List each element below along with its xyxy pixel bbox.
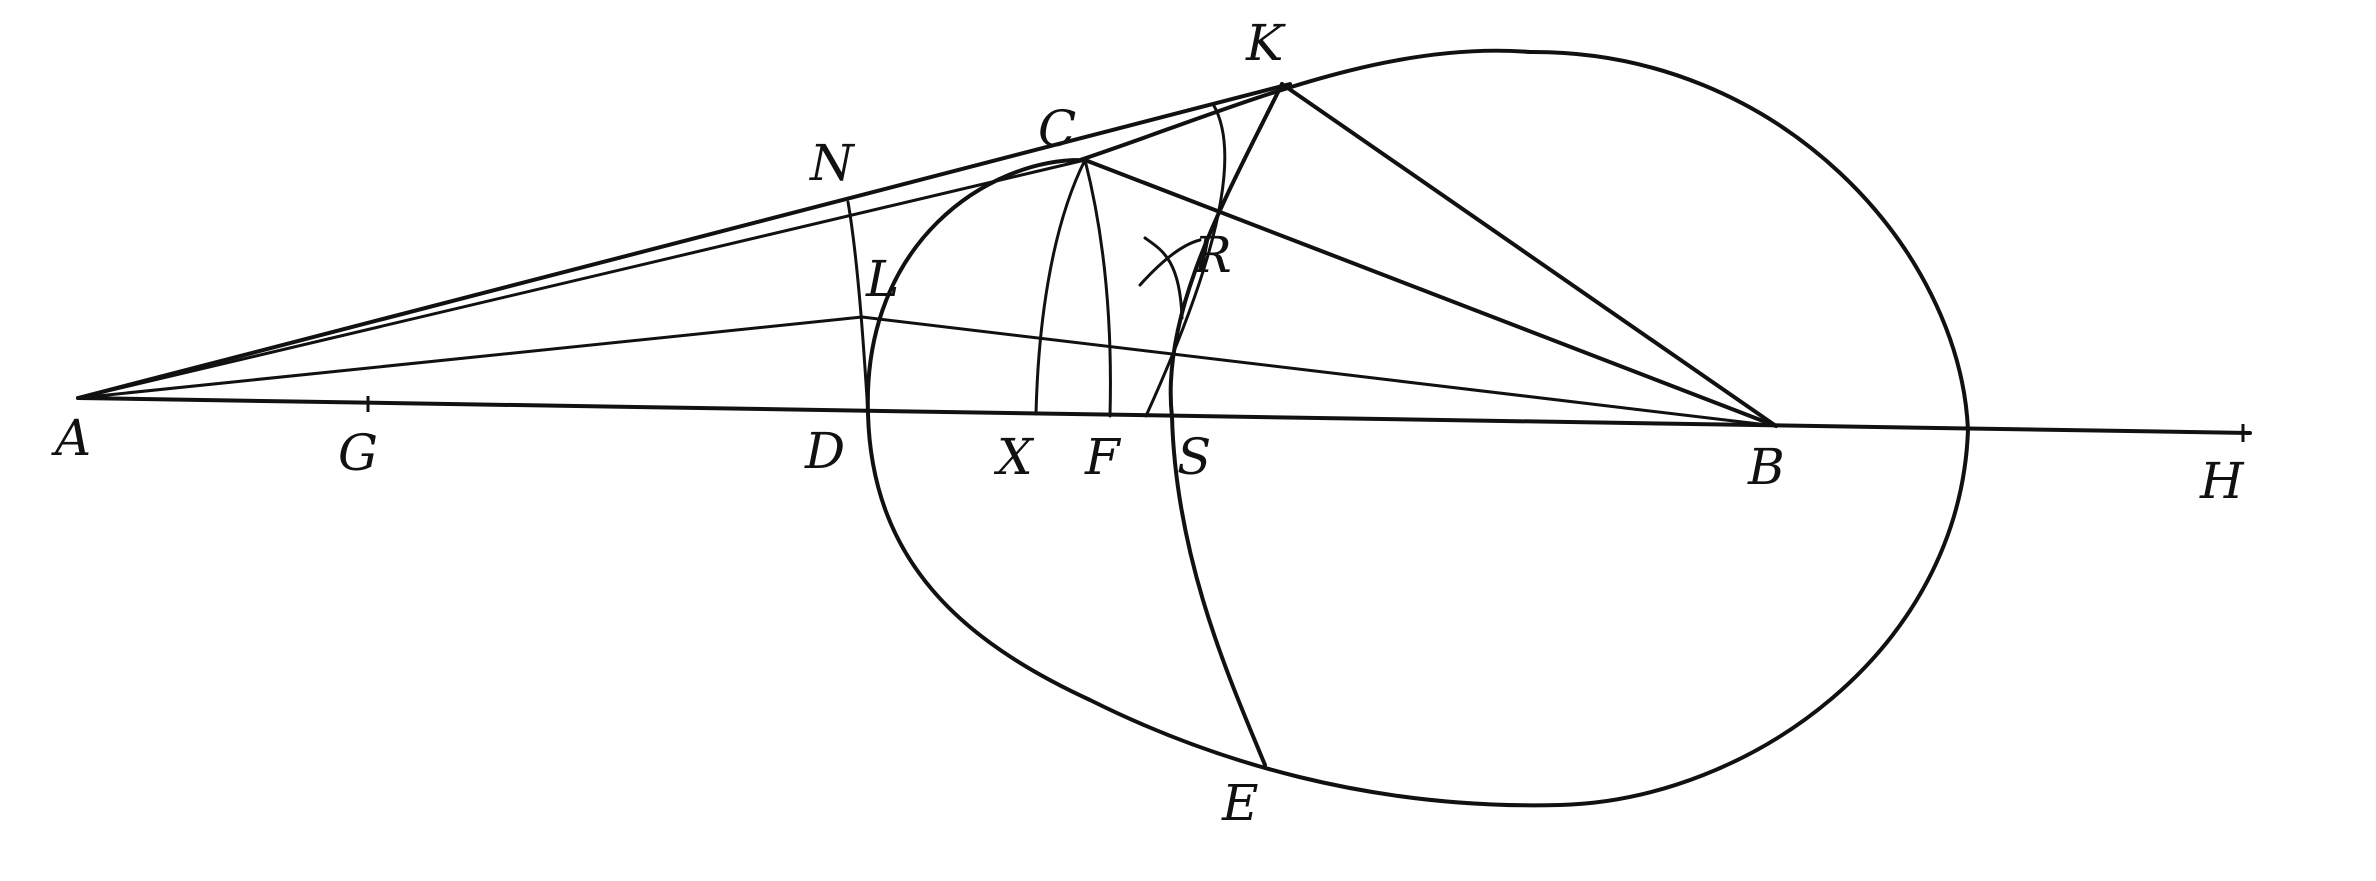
label-point-r: R <box>1193 226 1232 284</box>
label-point-e: E <box>1221 774 1259 832</box>
line-a-c <box>76 158 1087 400</box>
label-point-b: B <box>1747 438 1785 496</box>
label-point-c: C <box>1038 100 1076 158</box>
line-l-b <box>860 315 1778 428</box>
arc-k-s <box>1144 102 1227 418</box>
label-point-s: S <box>1177 428 1211 486</box>
line-a-l <box>76 315 864 400</box>
line-k-b <box>1280 82 1778 428</box>
label-point-g: G <box>338 424 378 482</box>
small-arc-r-2 <box>1143 236 1184 320</box>
small-arc-r-1 <box>1138 238 1202 287</box>
arc-n-d <box>846 200 870 416</box>
label-point-x: X <box>993 428 1035 486</box>
arc-k-s-e <box>1168 82 1284 767</box>
label-point-n: N <box>809 134 856 192</box>
arc-c-f <box>1083 158 1112 418</box>
label-point-h: H <box>2199 452 2245 510</box>
oval-curve <box>865 48 1970 808</box>
label-point-d: D <box>804 422 845 480</box>
label-point-k: K <box>1245 14 1286 72</box>
axis-line-a-h <box>76 396 2252 435</box>
arc-c-x <box>1034 158 1087 416</box>
line-c-b <box>1083 158 1778 428</box>
label-point-l: L <box>865 250 899 308</box>
line-a-k <box>76 82 1292 400</box>
label-point-f: F <box>1084 428 1122 486</box>
label-point-a: A <box>51 409 91 467</box>
